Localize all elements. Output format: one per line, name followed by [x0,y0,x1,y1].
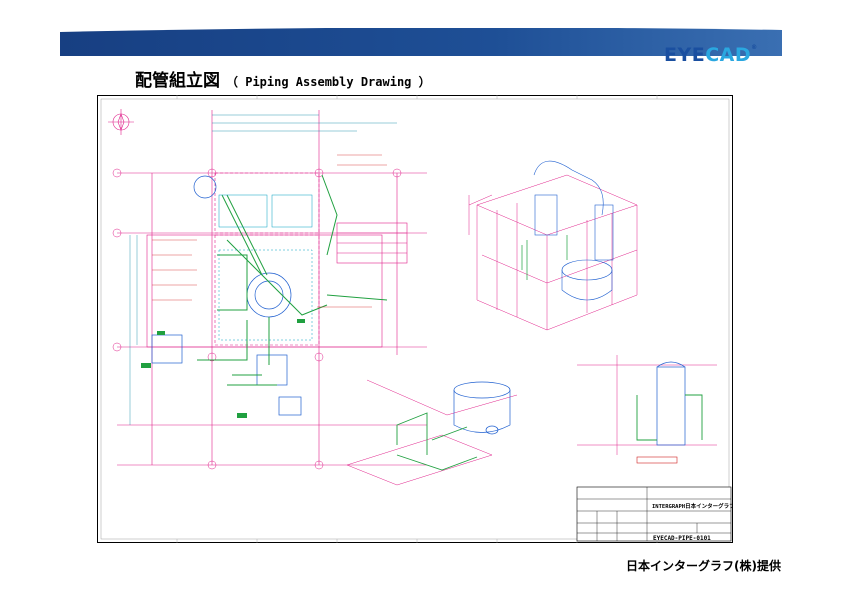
page-title: 配管組立図 （ Piping Assembly Drawing ） [135,66,431,91]
north-arrow-icon [108,109,134,135]
isometric-view-main [468,160,638,331]
credit-text: 日本インターグラフ(株)提供 [626,559,781,573]
drawing-border [97,95,733,543]
header-banner [60,28,782,56]
title-english: （ Piping Assembly Drawing ） [226,75,431,89]
isometric-view-sub [346,379,518,486]
title-block-drawing-number: EYECAD-PIPE-0101 [653,535,711,542]
eyecad-logo: EYECAD® [664,44,758,66]
section-view [577,355,717,464]
title-japanese: 配管組立図 [135,71,220,91]
plan-view [112,110,427,470]
title-block-company: INTERGRAPH日本インターグラフ [652,502,733,510]
piping-drawing: INTERGRAPH日本インターグラフ EYECAD-PIPE-0101 [97,95,733,543]
title-block: INTERGRAPH日本インターグラフ EYECAD-PIPE-0101 [576,486,733,542]
